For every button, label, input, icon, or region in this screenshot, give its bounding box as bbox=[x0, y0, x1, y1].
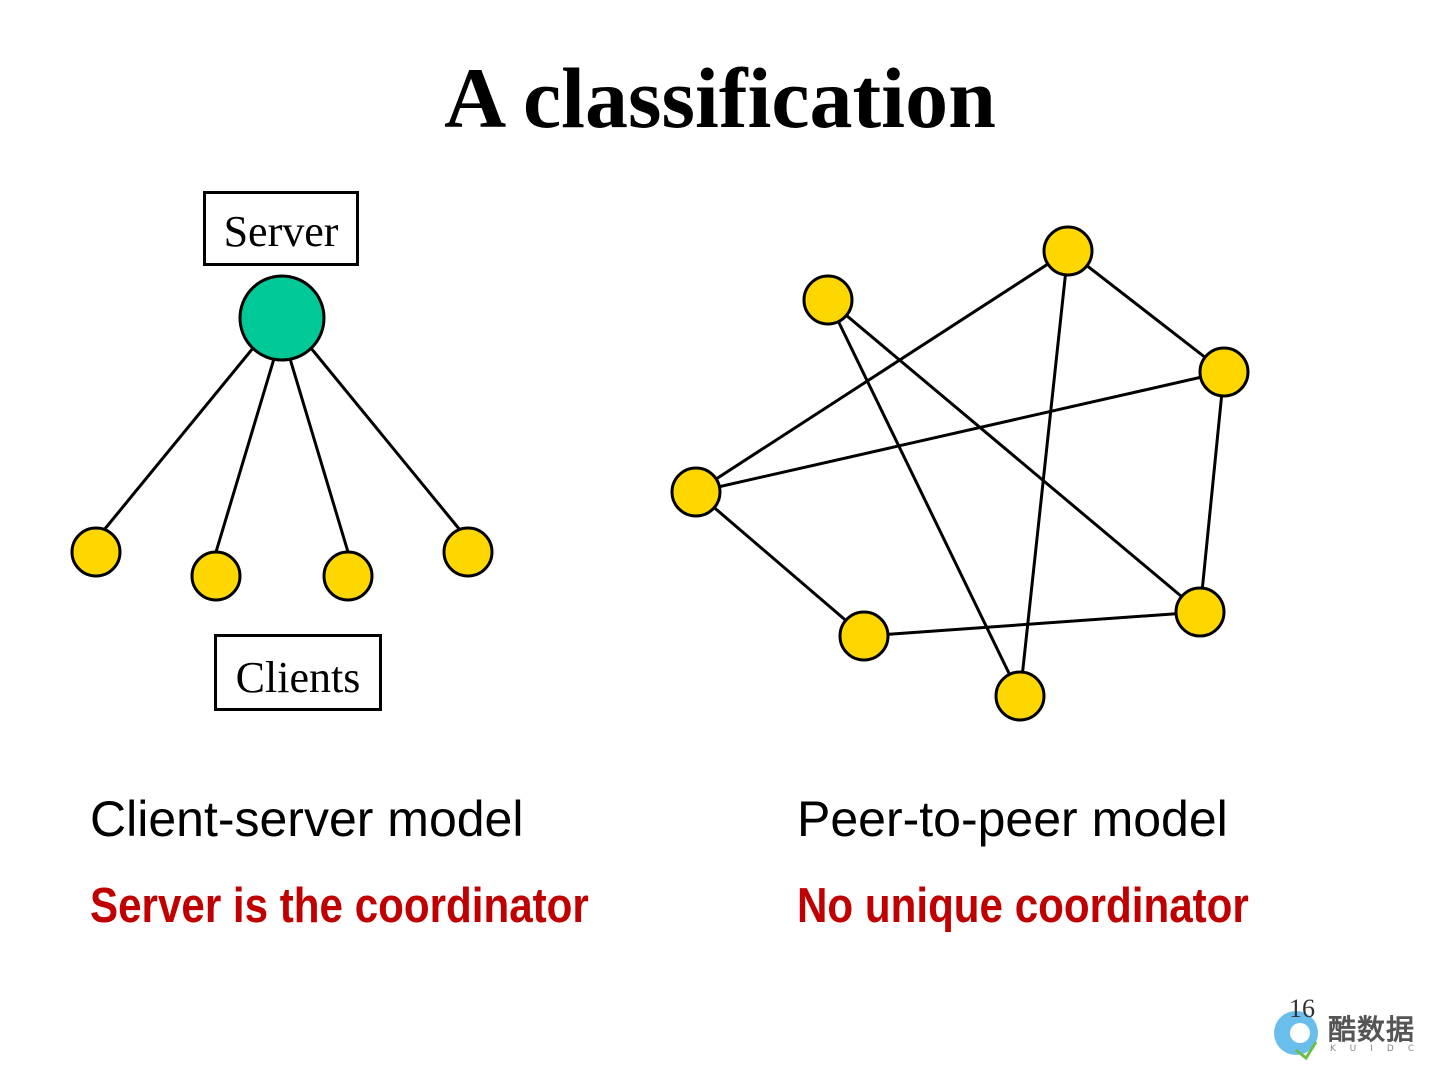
client-node-4 bbox=[442, 526, 494, 578]
p2p-edge bbox=[1198, 371, 1226, 613]
peer-node bbox=[994, 670, 1046, 722]
p2p-edge bbox=[695, 249, 1069, 494]
client-server-note: Server is the coordinator bbox=[90, 879, 589, 933]
p2p-edge bbox=[695, 490, 865, 638]
peer-to-peer-note: No unique coordinator bbox=[797, 879, 1249, 933]
client-server-model-title: Client-server model bbox=[90, 791, 524, 847]
client-node-2 bbox=[190, 550, 242, 602]
page-number: 16 bbox=[1289, 994, 1315, 1023]
server-node bbox=[238, 274, 326, 362]
peer-node bbox=[670, 466, 722, 518]
p2p-edge bbox=[827, 298, 1201, 614]
watermark-subtext: KUIDC bbox=[1330, 1044, 1429, 1054]
p2p-edge bbox=[863, 610, 1201, 638]
peer-to-peer-model-title: Peer-to-peer model bbox=[797, 791, 1228, 847]
p2p-edge bbox=[695, 370, 1225, 494]
edge-server-client-4 bbox=[304, 341, 462, 531]
clients-label: Clients bbox=[214, 634, 382, 711]
server-label: Server bbox=[203, 191, 359, 266]
client-node-3 bbox=[322, 550, 374, 602]
slide-title: A classification bbox=[444, 50, 996, 146]
p2p-edge bbox=[1018, 250, 1070, 697]
edge-server-client-3 bbox=[286, 351, 350, 553]
watermark-logo-icon bbox=[1274, 1011, 1318, 1061]
client-node-1 bbox=[70, 526, 122, 578]
peer-to-peer-diagram bbox=[670, 225, 1250, 722]
watermark-text: 酷数据 bbox=[1328, 1013, 1416, 1046]
p2p-edge bbox=[1067, 249, 1225, 374]
peer-node bbox=[838, 610, 890, 662]
client-server-diagram bbox=[70, 274, 494, 602]
peer-node bbox=[1174, 586, 1226, 638]
edge-server-client-2 bbox=[214, 351, 278, 553]
edge-server-client-1 bbox=[102, 341, 260, 531]
peer-node bbox=[802, 274, 854, 326]
peer-node bbox=[1198, 346, 1250, 398]
peer-node bbox=[1042, 225, 1094, 277]
p2p-edge bbox=[826, 299, 1022, 697]
